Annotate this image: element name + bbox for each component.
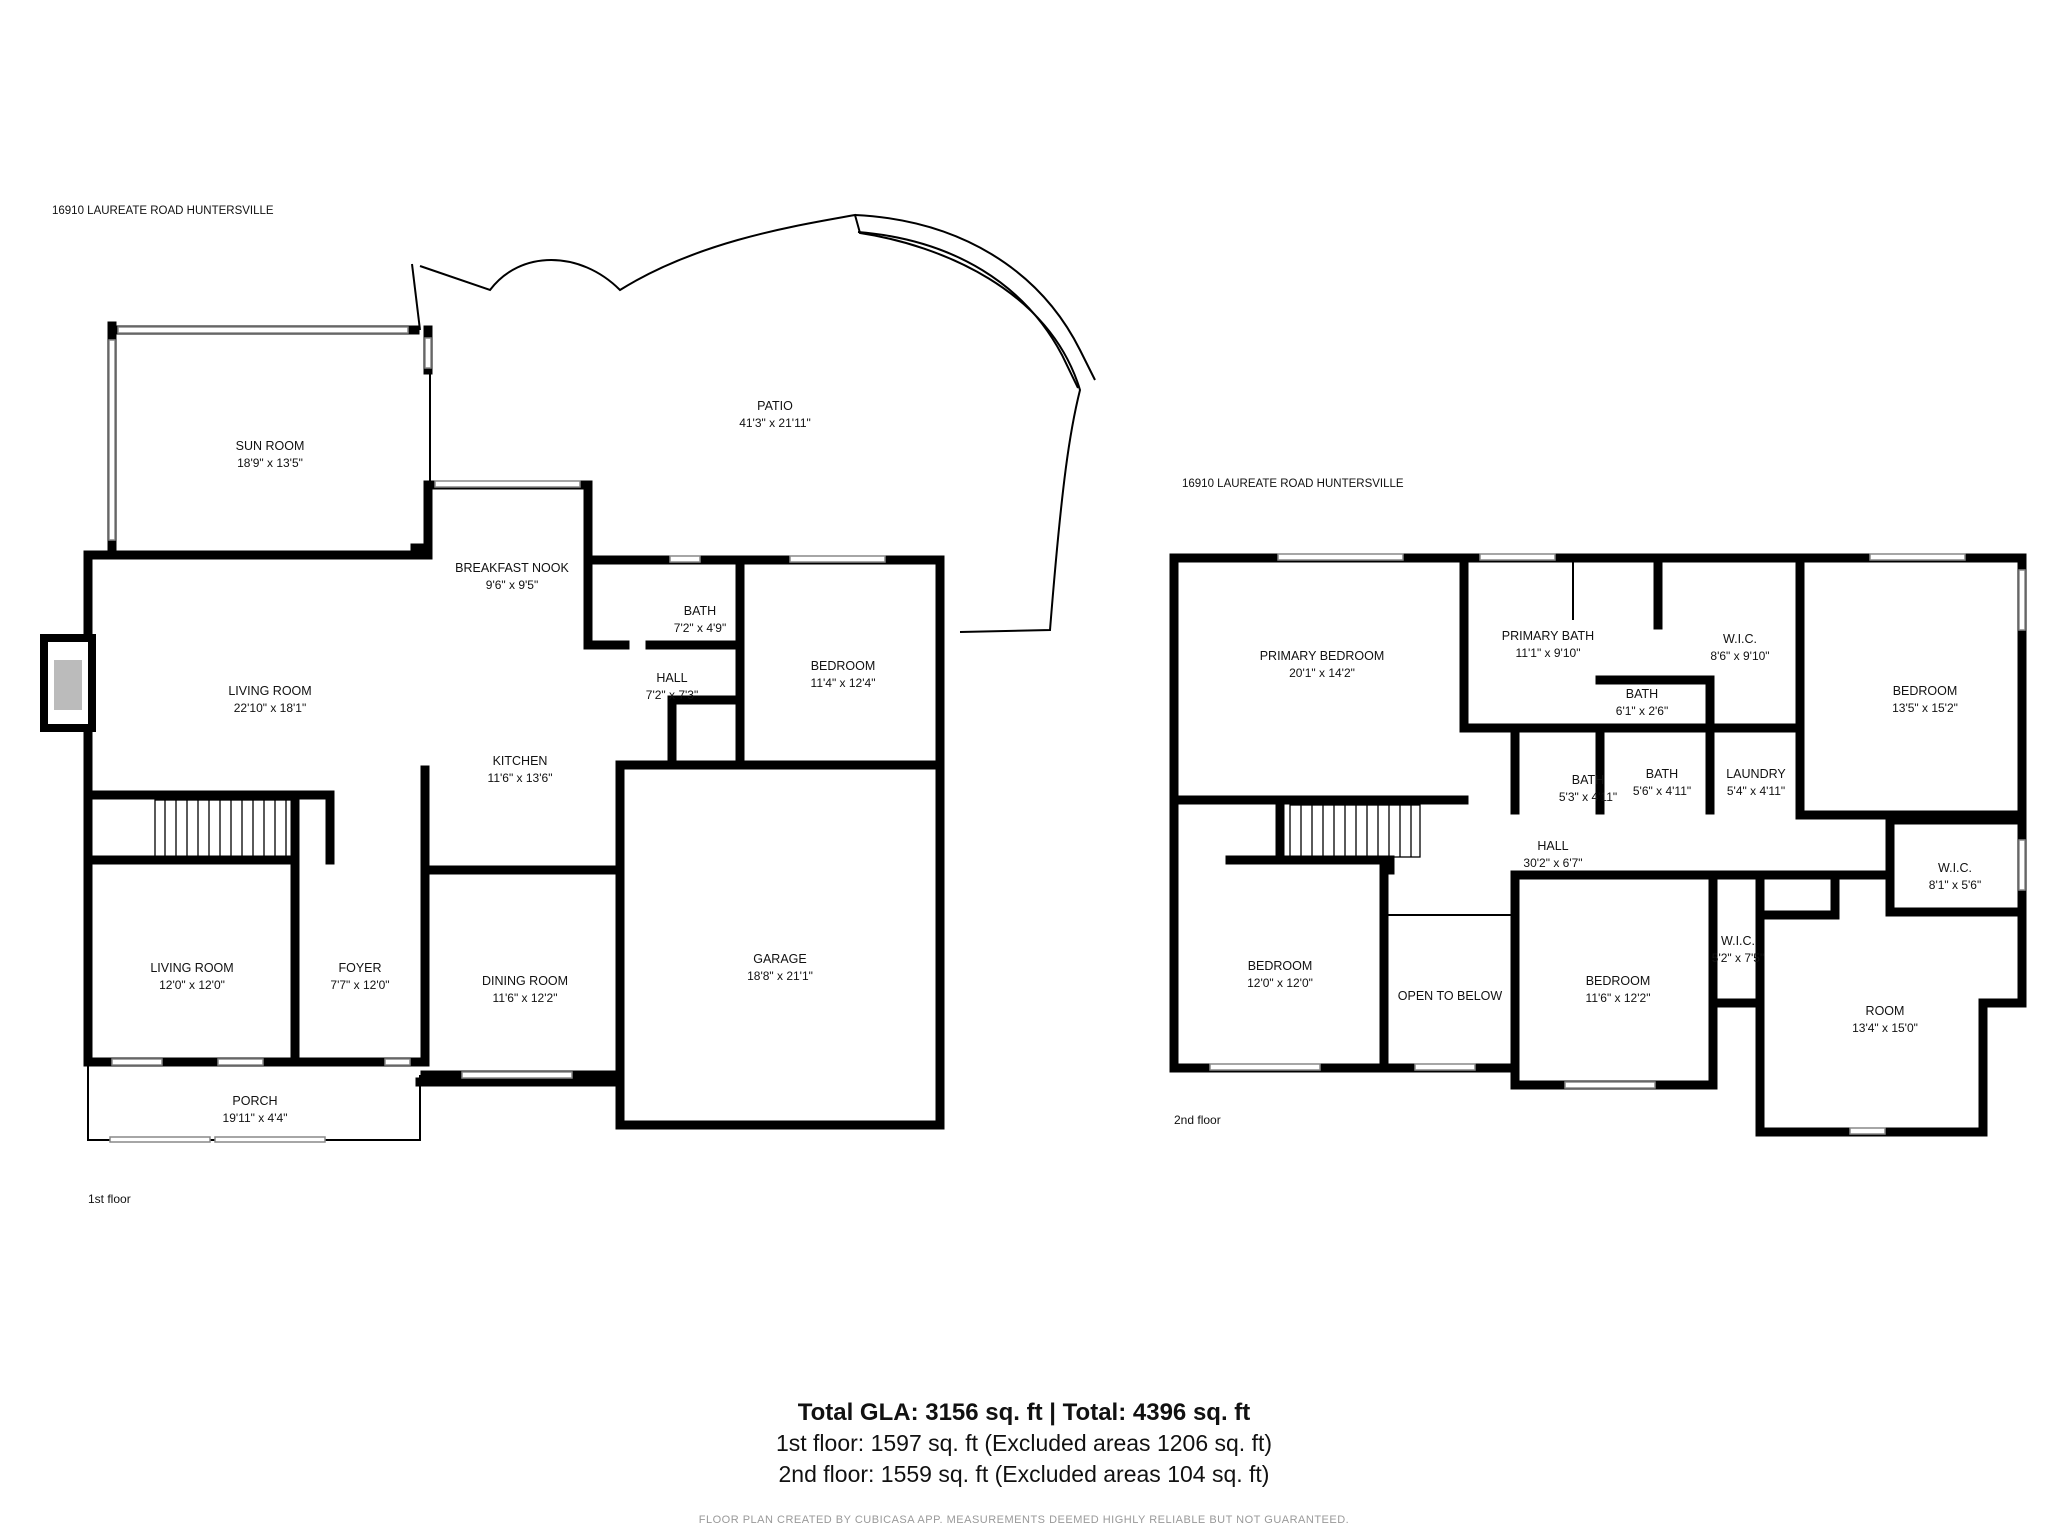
f2-wic-primary-dim: 8'6" x 9'10" [1710, 649, 1769, 663]
f2-primary-bedroom-dim: 20'1" x 14'2" [1289, 666, 1355, 680]
f1-bedroom-dim: 11'4" x 12'4" [811, 676, 876, 690]
floor2-stairs [1289, 804, 1421, 858]
floor1-interior-walls [83, 555, 945, 1130]
f2-bedroom-ne-dim: 13'5" x 15'2" [1892, 701, 1958, 715]
fireplace [40, 634, 96, 732]
f1-garage-dim: 18'8" x 21'1" [747, 969, 813, 983]
f2-bath-b-name: BATH [1646, 767, 1678, 781]
f2-primary-bath-dim: 11'1" x 9'10" [1516, 646, 1581, 660]
nook-window [434, 480, 581, 488]
patio-edge [854, 214, 1096, 381]
bedroom-window [789, 555, 886, 563]
f2-laundry-name: LAUNDRY [1726, 767, 1786, 781]
f1-front-living-room-dim: 12'0" x 12'0" [159, 978, 225, 992]
f2-bedroom-sw-dim: 12'0" x 12'0" [1247, 976, 1313, 990]
f2-wic-small-name: W.I.C. [1721, 934, 1755, 948]
f2-wic-east-dim: 8'1" x 5'6" [1929, 878, 1981, 892]
f2-bath-a-dim: 5'3" x 4'11" [1559, 790, 1617, 804]
patio-outline [419, 213, 1082, 633]
f2-laundry-dim: 5'4" x 4'11" [1727, 784, 1785, 798]
floor1-plan: SUN ROOM 18'9" x 13'5" PATIO 41'3" x 21'… [40, 213, 1096, 1206]
bath-window [669, 555, 701, 563]
f1-garage-name: GARAGE [753, 952, 807, 966]
f2-wic-east-name: W.I.C. [1938, 861, 1972, 875]
floor2-interior-walls [1169, 553, 2027, 1073]
f1-breakfast-nook-dim: 9'6" x 9'5" [486, 578, 538, 592]
f2-primary-bedroom-name: PRIMARY BEDROOM [1260, 649, 1385, 663]
foyer-window [384, 1058, 411, 1066]
f1-bath-name: BATH [684, 604, 716, 618]
f2-bedroom-s-dim: 11'6" x 12'2" [1586, 991, 1651, 1005]
f1-sun-room-name: SUN ROOM [236, 439, 305, 453]
f1-hall-dim: 7'2" x 7'3" [646, 688, 698, 702]
open-below-window [1414, 1063, 1476, 1071]
sun-room-walls [107, 321, 433, 553]
bedroom-ne-window [1869, 553, 1966, 561]
patio-edge-inner [857, 231, 1079, 389]
bedroom-s-window [1564, 1081, 1656, 1089]
porch-rail-2 [214, 1136, 326, 1143]
room-window [1849, 1127, 1886, 1135]
f1-bath-dim: 7'2" x 4'9" [674, 621, 726, 635]
f2-room-name: ROOM [1866, 1004, 1905, 1018]
totals-floor1: 1st floor: 1597 sq. ft (Excluded areas 1… [776, 1430, 1272, 1456]
f2-bath-a-name: BATH [1572, 773, 1604, 787]
f1-dining-room-name: DINING ROOM [482, 974, 568, 988]
f1-kitchen-name: KITCHEN [493, 754, 548, 768]
floor2-label: 2nd floor [1174, 1113, 1221, 1127]
f1-dining-room-dim: 11'6" x 12'2" [493, 991, 558, 1005]
f1-foyer-dim: 7'7" x 12'0" [330, 978, 389, 992]
f2-bedroom-s-name: BEDROOM [1586, 974, 1651, 988]
f1-bedroom-name: BEDROOM [811, 659, 876, 673]
wic-east-window [2018, 839, 2026, 891]
floor2-outer-walls [1169, 553, 2027, 1137]
totals-gla: Total GLA: 3156 sq. ft | Total: 4396 sq.… [798, 1399, 1251, 1426]
dining-window [461, 1071, 573, 1079]
f1-kitchen-dim: 11'6" x 13'6" [488, 771, 553, 785]
totals-floor2: 2nd floor: 1559 sq. ft (Excluded areas 1… [779, 1461, 1270, 1487]
f2-bath-b-dim: 5'6" x 4'11" [1633, 784, 1691, 798]
f2-open-to-below-name: OPEN TO BELOW [1398, 989, 1503, 1003]
patio-left-edge [411, 263, 421, 331]
fireplace-hearth [54, 660, 82, 710]
f1-living-room-name: LIVING ROOM [228, 684, 311, 698]
f2-wic-small-dim: 5'2" x 7'5" [1712, 951, 1764, 965]
disclaimer: FLOOR PLAN CREATED BY CUBICASA APP. MEAS… [699, 1514, 1349, 1526]
front-living-window-1 [111, 1058, 163, 1066]
f2-hall-dim: 30'2" x 6'7" [1523, 856, 1582, 870]
f1-porch-dim: 19'11" x 4'4" [223, 1111, 288, 1125]
f1-front-living-room-name: LIVING ROOM [150, 961, 233, 975]
f1-sun-room-dim: 18'9" x 13'5" [237, 456, 303, 470]
f1-hall-name: HALL [656, 671, 687, 685]
f1-patio-dim: 41'3" x 21'11" [739, 416, 811, 430]
sun-room-window-right [424, 337, 432, 369]
sun-room-window-left [108, 339, 116, 541]
f2-hall-name: HALL [1537, 839, 1568, 853]
sun-room-window-top [117, 326, 409, 334]
f1-patio-name: PATIO [757, 399, 793, 413]
bedroom-sw-window [1209, 1063, 1321, 1071]
f1-breakfast-nook-name: BREAKFAST NOOK [455, 561, 569, 575]
f1-foyer-name: FOYER [338, 961, 381, 975]
f2-primary-bath-name: PRIMARY BATH [1502, 629, 1594, 643]
front-living-window-2 [217, 1058, 264, 1066]
bedroom-ne-side-window [2018, 569, 2026, 631]
f1-living-room-dim: 22'10" x 18'1" [234, 701, 307, 715]
floor2-plan: PRIMARY BEDROOM 20'1" x 14'2" PRIMARY BA… [1169, 553, 2027, 1137]
f2-bedroom-sw-name: BEDROOM [1248, 959, 1313, 973]
address-label-floor1: 16910 LAUREATE ROAD HUNTERSVILLE [52, 205, 274, 217]
address-label-floor2: 16910 LAUREATE ROAD HUNTERSVILLE [1182, 478, 1404, 490]
floor1-stairs [154, 799, 296, 859]
f2-wic-primary-name: W.I.C. [1723, 632, 1757, 646]
f2-bath-small-dim: 6'1" x 2'6" [1616, 704, 1668, 718]
primary-bedroom-window [1277, 553, 1404, 561]
primary-bath-window [1479, 553, 1556, 561]
f2-bedroom-ne-name: BEDROOM [1893, 684, 1958, 698]
f1-porch-name: PORCH [232, 1094, 277, 1108]
f2-bath-small-name: BATH [1626, 687, 1658, 701]
f2-room-dim: 13'4" x 15'0" [1852, 1021, 1918, 1035]
floor1-label: 1st floor [88, 1192, 131, 1206]
porch-rail-1 [109, 1136, 211, 1143]
